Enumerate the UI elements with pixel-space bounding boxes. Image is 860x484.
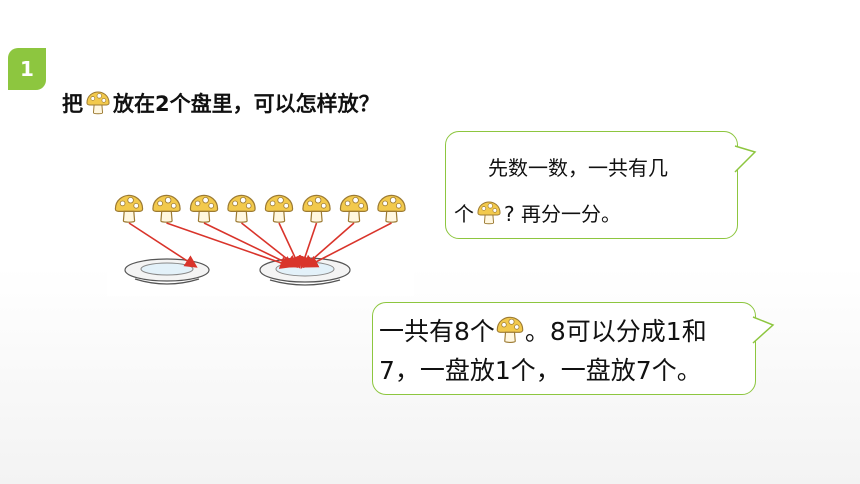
- question-prefix: 把: [62, 92, 83, 116]
- illustration-canvas: [114, 194, 406, 286]
- mushrooms-to-plates-illustration: [107, 183, 414, 296]
- section-number-badge: 1: [8, 48, 46, 90]
- answer-speech-bubble: 一共有8个 。8可以分成1和 7，一盘放1个，一盘放7个。: [372, 302, 775, 395]
- mushroom-icon: [152, 194, 181, 223]
- answer-line-1: 一共有8个 。8可以分成1和: [379, 312, 707, 348]
- arrow-to-plate: [128, 222, 198, 268]
- bubble-tail: [752, 316, 775, 344]
- answer-line-1-prefix: 一共有8个: [379, 317, 495, 346]
- section-number: 1: [20, 57, 34, 81]
- question-text: 把 放在2个盘里，可以怎样放？: [62, 88, 380, 118]
- plate-1: [124, 258, 210, 285]
- mushroom-icon: [189, 194, 219, 223]
- answer-line-1-suffix: 。8可以分成1和: [524, 317, 707, 346]
- arrow-to-plate: [241, 222, 299, 268]
- hint-line-2-prefix: 个: [454, 202, 474, 226]
- mushroom-icon: [264, 194, 294, 223]
- mushroom-icon: [85, 90, 111, 116]
- arrow-to-plate: [278, 222, 301, 269]
- arrow-to-plate: [305, 222, 392, 268]
- mushroom-icon: [476, 200, 502, 226]
- answer-line-2: 7，一盘放1个，一盘放7个。: [379, 356, 702, 385]
- mushroom-icon: [114, 194, 144, 223]
- question-suffix: 放在2个盘里，可以怎样放？: [113, 92, 380, 116]
- mushroom-icon: [377, 194, 406, 223]
- arrow-to-plate: [203, 222, 296, 268]
- mushroom-icon: [339, 194, 369, 223]
- plate-2: [259, 257, 351, 286]
- mushroom-icon: [227, 194, 256, 223]
- hint-line-2: 个 ? 再分一分。: [454, 198, 621, 227]
- mushroom-icon: [302, 194, 331, 223]
- hint-line-1: 先数一数，一共有几: [488, 156, 668, 180]
- mushroom-icon: [495, 315, 525, 345]
- arrow-to-plate: [166, 222, 294, 269]
- bubble-tail: [734, 145, 757, 173]
- hint-line-2-suffix: ? 再分一分。: [504, 202, 621, 226]
- hint-speech-bubble: 先数一数，一共有几 个 ? 再分一分。: [445, 131, 757, 239]
